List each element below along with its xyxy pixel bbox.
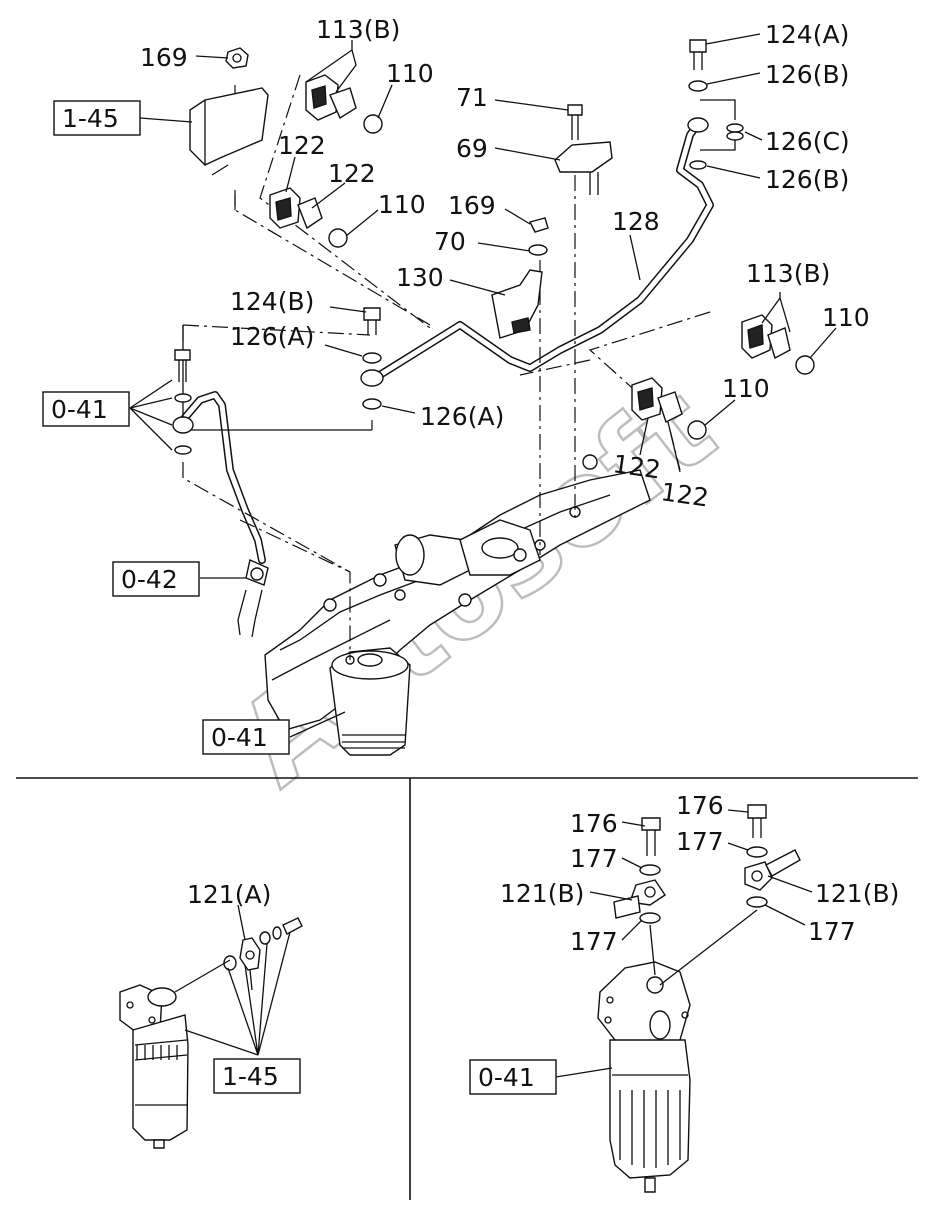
clip-122-left — [269, 187, 348, 248]
label-176-b: 176 — [676, 791, 724, 820]
label-113b-right: 113(B) — [746, 259, 830, 288]
fuel-filter-bottom-right — [597, 961, 691, 1193]
bracket-130-parts — [491, 217, 549, 339]
label-169-top: 169 — [140, 43, 188, 72]
fuel-filter-top — [329, 647, 411, 756]
label-0-41-bottom-right: 0-41 — [478, 1063, 535, 1092]
clip-113b-top — [305, 74, 383, 134]
label-0-42: 0-42 — [121, 565, 178, 594]
label-71: 71 — [456, 83, 488, 112]
label-leaders-bottom-right — [555, 809, 813, 1078]
box-1-45-bottom — [213, 1058, 301, 1094]
label-122-d: 122 — [659, 477, 710, 512]
pipe-fittings-top-right — [687, 39, 744, 170]
label-177-a: 177 — [570, 844, 618, 873]
label-110-d: 110 — [722, 374, 770, 403]
label-121b-right: 121(B) — [815, 879, 899, 908]
bracket-1-45 — [189, 87, 269, 176]
label-126a-2: 126(A) — [420, 402, 504, 431]
box-0-41-bottom — [202, 719, 290, 755]
label-126b-2: 126(B) — [765, 165, 849, 194]
fuel-pipe-128 — [371, 121, 714, 382]
fuel-filter-bottom-left — [119, 917, 303, 1149]
label-176-a: 176 — [570, 809, 618, 838]
assembly-leaders — [182, 74, 736, 660]
label-1-45-top: 1-45 — [62, 104, 119, 133]
label-130: 130 — [396, 263, 444, 292]
label-leaders-bottom-left — [184, 904, 291, 1056]
box-0-41-bottom-right — [469, 1059, 557, 1095]
box-0-42 — [112, 561, 200, 597]
label-177-d: 177 — [808, 917, 856, 946]
label-124b: 124(B) — [230, 287, 314, 316]
bottom-right-labels: 176 176 177 177 121(B) 121(B) 177 177 0-… — [469, 791, 899, 1095]
fuel-pipe-left — [179, 391, 269, 638]
label-121a: 121(A) — [187, 880, 271, 909]
label-177-c: 177 — [570, 927, 618, 956]
bottom-left-labels: 121(A) 1-45 — [187, 880, 301, 1094]
label-1-45-bottom: 1-45 — [222, 1062, 279, 1091]
label-113b-top: 113(B) — [316, 15, 400, 44]
label-0-41-left: 0-41 — [51, 395, 108, 424]
label-110-a: 110 — [386, 59, 434, 88]
engine-manifold — [264, 454, 651, 731]
bolt-left-washers — [172, 349, 194, 455]
label-122-b: 122 — [328, 159, 376, 188]
clip-122-right — [631, 377, 707, 440]
label-177-b: 177 — [676, 827, 724, 856]
label-122-a: 122 — [278, 131, 326, 160]
label-0-41-bottom: 0-41 — [211, 723, 268, 752]
label-110-b: 110 — [378, 190, 426, 219]
label-leaders-top — [129, 33, 837, 738]
label-69: 69 — [456, 134, 488, 163]
label-122-c: 122 — [611, 449, 662, 484]
box-1-45-top — [53, 100, 141, 136]
label-128: 128 — [612, 207, 660, 236]
clip-113b-right — [741, 314, 815, 375]
label-121b-left: 121(B) — [500, 879, 584, 908]
bolt-71-and-bracket-69 — [554, 104, 613, 195]
label-126a-1: 126(A) — [230, 322, 314, 351]
label-169-b: 169 — [448, 191, 496, 220]
label-126b-1: 126(B) — [765, 60, 849, 89]
label-126c: 126(C) — [765, 127, 850, 156]
top-labels: 169 113(B) 110 1-45 122 122 110 71 69 12… — [42, 15, 870, 755]
label-70: 70 — [434, 227, 466, 256]
bolt-124b-washers — [360, 307, 384, 410]
label-124a: 124(A) — [765, 20, 849, 49]
fittings-bottom-right — [613, 804, 801, 986]
label-110-c: 110 — [822, 303, 870, 332]
box-0-41-left — [42, 391, 130, 427]
nut-169-top — [225, 47, 249, 69]
